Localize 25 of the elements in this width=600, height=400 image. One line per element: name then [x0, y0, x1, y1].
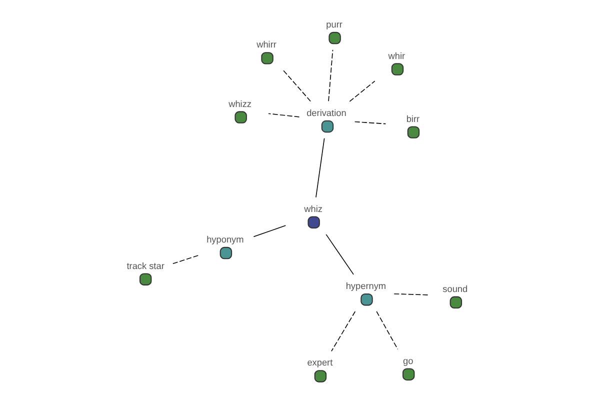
node-label: hyponym — [206, 234, 244, 244]
node-label: expert — [306, 357, 332, 368]
connector — [252, 224, 286, 237]
connector — [172, 254, 198, 264]
connector — [393, 292, 428, 295]
connector — [330, 310, 356, 352]
node-label: whir — [388, 50, 405, 60]
connector — [348, 80, 375, 102]
node-label: go — [402, 355, 413, 366]
node-label: whiz — [304, 203, 322, 214]
node-label: sound — [442, 283, 468, 294]
connector — [376, 310, 398, 350]
connector — [328, 48, 333, 102]
node-label: birr — [406, 113, 420, 124]
node-label: whirr — [256, 39, 276, 50]
connector — [268, 112, 300, 117]
node-label: whizz — [228, 98, 252, 108]
node-label: derivation — [306, 108, 346, 118]
node-label: track star — [126, 260, 164, 270]
connector — [354, 120, 386, 124]
connector — [325, 234, 354, 274]
node-label: purr — [326, 19, 342, 30]
connector — [315, 137, 324, 198]
node-label: hypernym — [345, 280, 386, 291]
connector — [282, 69, 310, 102]
